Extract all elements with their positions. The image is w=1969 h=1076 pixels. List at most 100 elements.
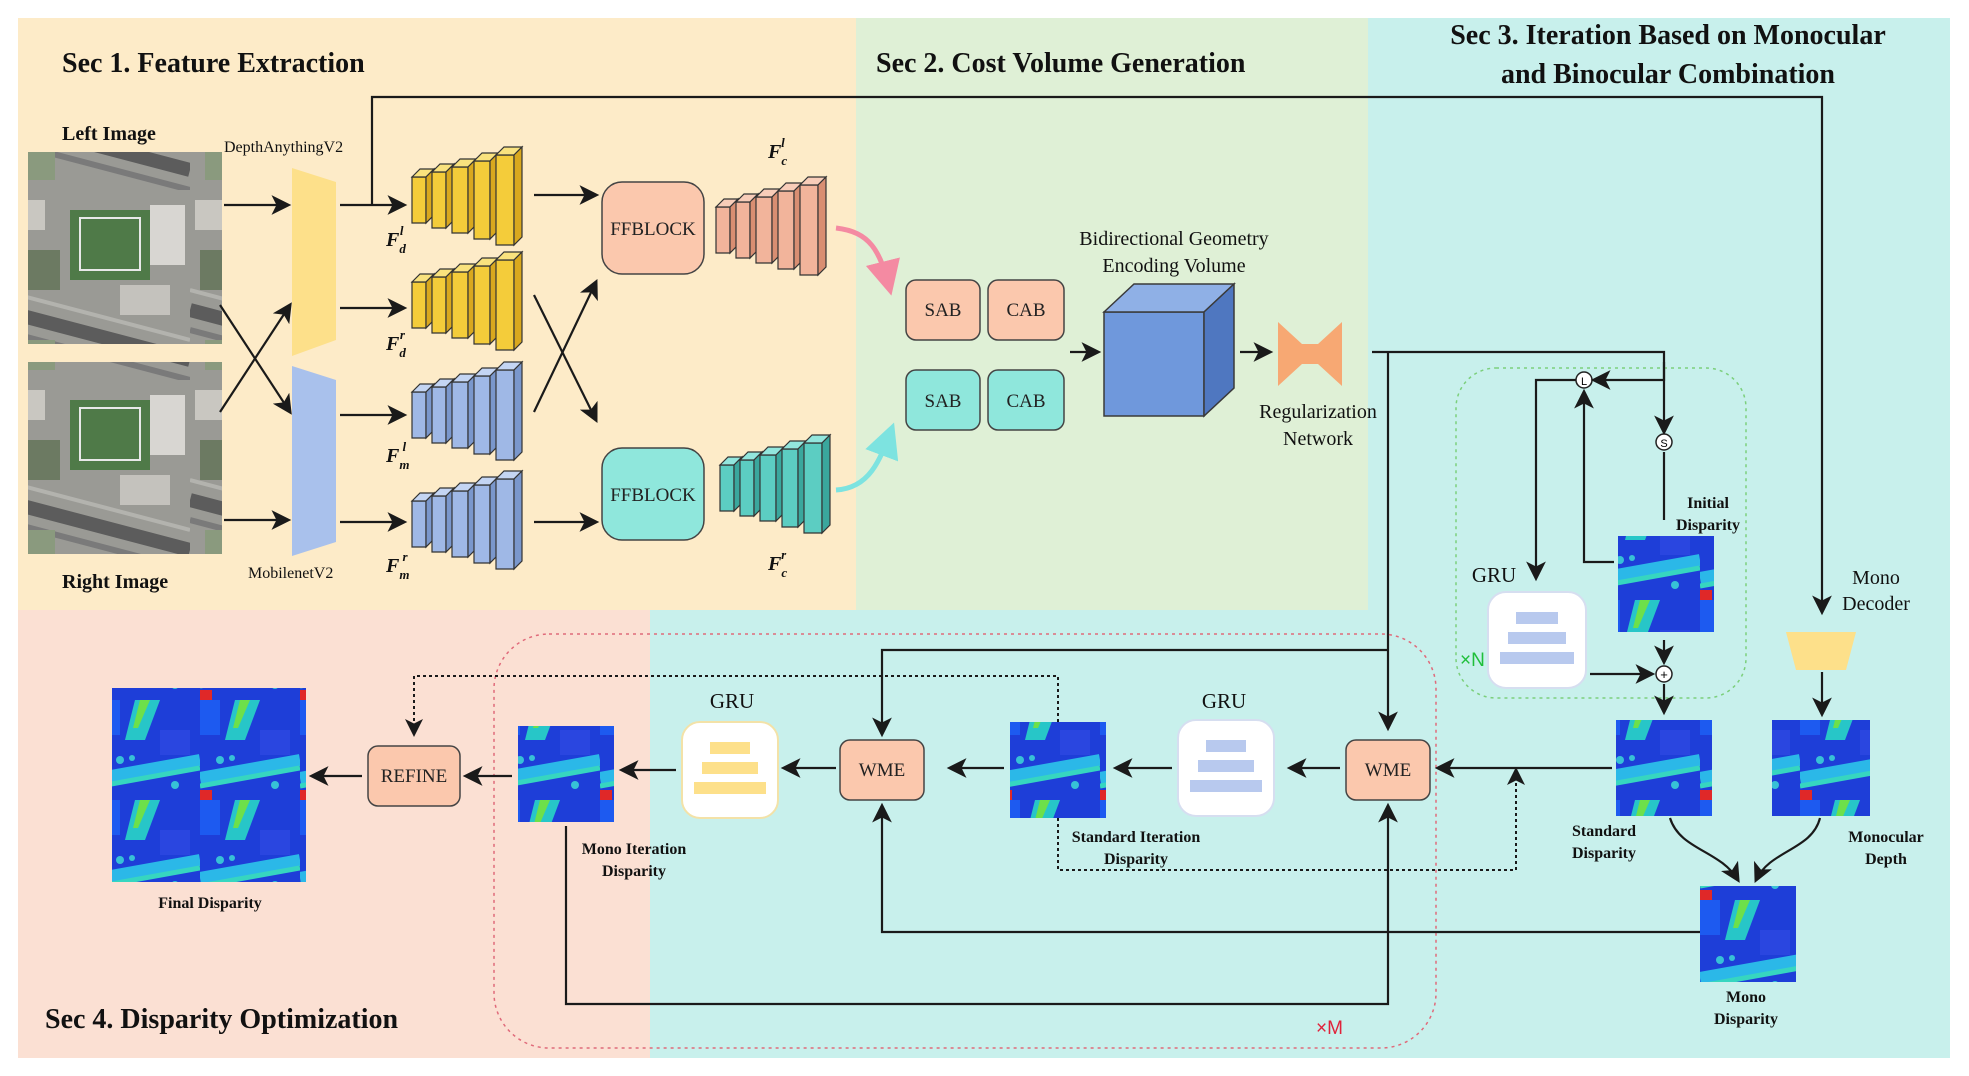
feature-pyramid-Fdl <box>410 145 524 247</box>
pyr-Fml-layer-3 <box>451 381 469 449</box>
pyr-Fdr-layer-2 <box>431 276 447 334</box>
arrow-standard-to-mono-disp <box>1668 817 1740 883</box>
arrow-right-to-depth <box>219 302 292 413</box>
gru3-bar2 <box>702 762 758 774</box>
gru3-bar3 <box>694 782 766 794</box>
pyr-Fmr-layer-5 <box>495 478 515 570</box>
sab-top-label: SAB <box>925 300 962 321</box>
pyr-Fcr-layer-2 <box>739 459 755 517</box>
gru1-bar1 <box>1516 612 1558 624</box>
std-iter-label-line1: Standard Iteration <box>1072 829 1201 846</box>
ffblock-top-label: FFBLOCK <box>610 219 696 240</box>
monocular-depth-label-line2: Depth <box>1865 851 1907 868</box>
arrow-initial-to-l <box>1574 388 1614 564</box>
monocular-depth-map <box>1772 720 1870 816</box>
refinement-iteration-group <box>493 633 1437 1049</box>
arrow-mono-disp-to-wme1 <box>872 802 1700 934</box>
pyr-Fcr-layer-3 <box>759 454 777 522</box>
pyr-Fcl-layer-2 <box>735 201 751 259</box>
monocular-depth-label-line1: Monocular <box>1848 829 1924 846</box>
sab-bottom-label: SAB <box>925 391 962 412</box>
mono-disparity-map <box>1700 886 1796 982</box>
pyr-Fcr-layer-1 <box>719 464 735 512</box>
pyr-Fcr-layer-4 <box>781 448 799 528</box>
initial-iteration-group <box>1455 367 1747 699</box>
ffblock-top <box>601 181 705 275</box>
ffblock-bottom-label: FFBLOCK <box>610 485 696 506</box>
mono-decoder <box>1786 632 1856 670</box>
pyr-Fcl-layer-5-side <box>817 175 827 277</box>
arrow-reg-to-wme1 <box>872 648 1388 738</box>
gru3-label: GRU <box>710 689 754 713</box>
plus-operator-label: + <box>1660 667 1668 682</box>
pyr-Fcl-layer-1 <box>715 206 731 254</box>
depthanything-label: DepthAnythingV2 <box>224 139 343 156</box>
label-Fcl: Fcl <box>767 135 787 168</box>
pyr-Fcr-layer-5 <box>803 442 823 534</box>
label-Fdr: Fdr <box>385 327 406 360</box>
standard-iteration-disparity-map <box>1010 722 1106 818</box>
label-Fcr: Fcr <box>767 547 787 580</box>
standard-disparity-label-line2: Disparity <box>1572 845 1636 862</box>
sec3-title-line1: Sec 3. Iteration Based on Monocular <box>1450 20 1886 51</box>
reg-label-line2: Network <box>1283 428 1353 450</box>
times-n-label: ×N <box>1460 650 1485 671</box>
left-image <box>28 152 222 344</box>
final-disparity-map <box>112 688 306 882</box>
sec3-lower-background <box>650 610 1950 1058</box>
arrow-depth-to-mono-disp <box>1754 817 1822 883</box>
arrow-Fml-to-ffblock1 <box>533 279 598 413</box>
arrow-l-to-gru1 <box>1526 378 1576 582</box>
pyr-Fmr-layer-1 <box>411 500 427 548</box>
s-operator <box>1655 433 1673 451</box>
s-operator-label: S <box>1660 438 1667 450</box>
feature-pyramid-Fcr <box>718 433 832 535</box>
feature-pyramid-Fmr <box>410 469 524 571</box>
refine-block <box>367 745 461 807</box>
right-image <box>28 362 222 554</box>
pyr-Fmr-layer-5-side <box>513 469 523 571</box>
pyr-Fcr-layer-5-side <box>821 433 831 535</box>
cab-bottom <box>987 369 1065 431</box>
pyr-Fdr-layer-4 <box>473 265 491 345</box>
gru1-bar2 <box>1508 632 1566 644</box>
label-Fml: Fml <box>385 439 409 472</box>
cab-top-label: CAB <box>1006 300 1045 321</box>
initial-disparity-map <box>1618 536 1714 632</box>
pyr-Fdr-layer-3 <box>451 271 469 339</box>
pyr-Fml-layer-5 <box>495 369 515 461</box>
feature-pyramid-Fml <box>410 360 524 462</box>
right-image-label: Right Image <box>62 571 168 593</box>
sec1-title: Sec 1. Feature Extraction <box>62 48 365 79</box>
pyr-Fml-layer-5-side <box>513 360 523 462</box>
label-Fdl: Fdl <box>385 223 406 256</box>
wme-2-label: WME <box>1365 760 1411 781</box>
pyr-Fmr-layer-3 <box>451 490 469 558</box>
cyan-arrow-to-sab <box>835 422 899 493</box>
pyr-Fdr-layer-5-side <box>513 250 523 352</box>
mono-iteration-disparity-map <box>518 726 614 822</box>
gru2-bar1 <box>1206 740 1246 752</box>
l-operator-label: L <box>1581 376 1587 388</box>
bgev-label-line1: Bidirectional Geometry <box>1079 228 1268 250</box>
sab-top <box>905 279 981 341</box>
standard-disparity-label-line1: Standard <box>1572 823 1636 840</box>
pyr-Fml-layer-1 <box>411 391 427 439</box>
final-disparity-label: Final Disparity <box>158 895 262 912</box>
refine-label: REFINE <box>381 766 448 787</box>
pyr-Fdl-layer-2 <box>431 171 447 229</box>
pyr-Fdr-layer-1 <box>411 281 427 329</box>
mono-iter-label-line2: Disparity <box>602 863 666 880</box>
pink-arrow-to-sab <box>835 225 900 296</box>
times-m-label: ×M <box>1316 1018 1343 1039</box>
mono-iter-label-line1: Mono Iteration <box>582 841 687 858</box>
pyr-Fmr-layer-4 <box>473 484 491 564</box>
pyr-Fcl-layer-4 <box>777 190 795 270</box>
pyr-Fdr-layer-5 <box>495 259 515 351</box>
dotted-std-iter-loop <box>1057 767 1525 871</box>
wme-1 <box>839 739 925 801</box>
mobilenet-encoder <box>292 366 336 556</box>
reg-label-line1: Regularization <box>1259 401 1377 423</box>
cab-top <box>987 279 1065 341</box>
